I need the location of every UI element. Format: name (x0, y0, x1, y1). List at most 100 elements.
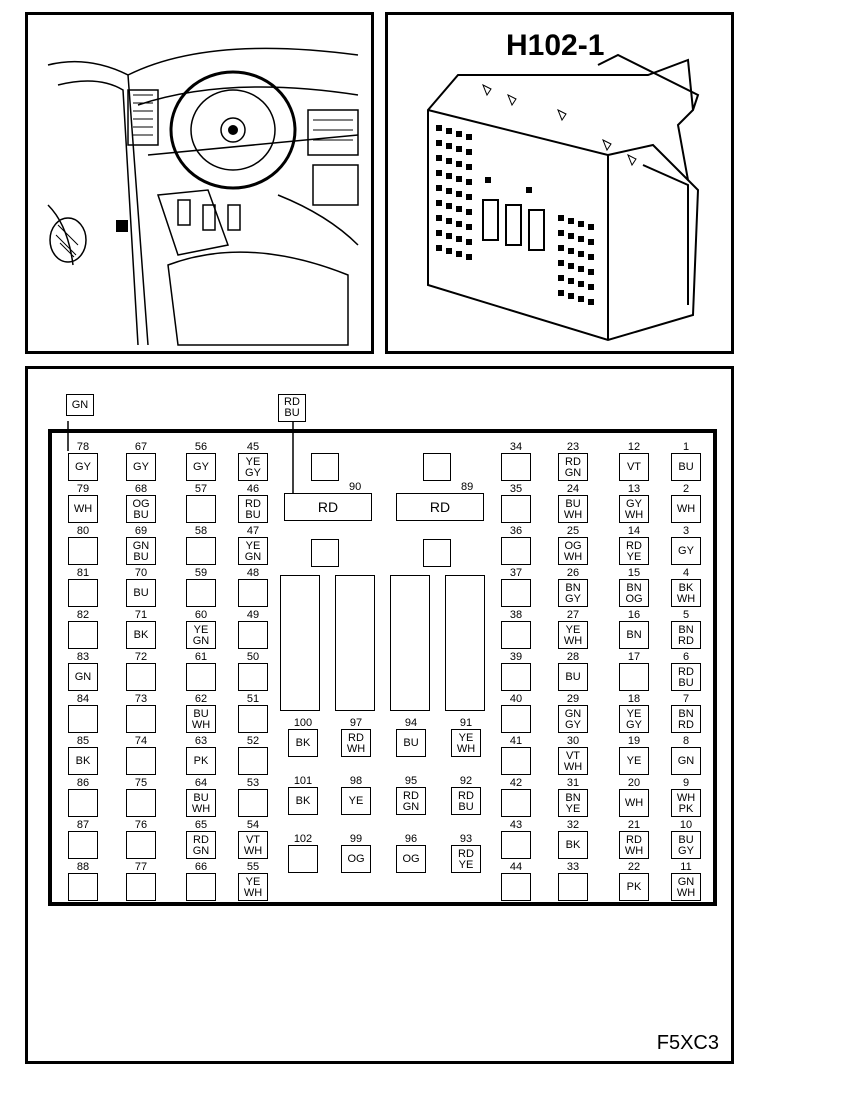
pin-74 (126, 747, 156, 775)
wire-color-line: GY (678, 545, 694, 557)
wire-color-line: RD (678, 635, 694, 647)
wire-color-line: BU (284, 407, 300, 419)
wire-color-line: GY (565, 719, 581, 731)
wire-color-line: BK (295, 795, 311, 807)
pin-99: OG (341, 845, 371, 873)
pin-number: 65 (194, 819, 208, 831)
pin-72 (126, 663, 156, 691)
pin-number: 87 (76, 819, 90, 831)
wire-color-line: BU (193, 708, 209, 720)
pin-number: 55 (246, 861, 260, 873)
wire-color-line: WH (191, 803, 211, 815)
wire-leads (67, 421, 294, 493)
pin-number: 21 (627, 819, 641, 831)
pin-number: 29 (566, 693, 580, 705)
pin-83: GN (68, 663, 98, 691)
pin-73 (126, 705, 156, 733)
wire-color-line: GN (132, 540, 150, 552)
wire-color-line: RD (348, 732, 364, 744)
pin-number: 28 (566, 651, 580, 663)
pin-number: 50 (246, 651, 260, 663)
pin-49 (238, 621, 268, 649)
pin-number: 4 (682, 567, 690, 579)
pin-number: 46 (246, 483, 260, 495)
pin-57 (186, 495, 216, 523)
wire-color-line: BN (565, 582, 581, 594)
wire-color-line: BK (565, 839, 581, 851)
pin-number: 86 (76, 777, 90, 789)
pin-number: 45 (246, 441, 260, 453)
wire-color-line: GN (192, 845, 210, 857)
pin-3: GY (671, 537, 701, 565)
wire-color-line: WH (563, 551, 583, 563)
pin-number: 53 (246, 777, 260, 789)
pin-number: 33 (566, 861, 580, 873)
pin-number: 26 (566, 567, 580, 579)
wire-color-line: OG (625, 593, 643, 605)
pin-number: 66 (194, 861, 208, 873)
pin-number: 90 (349, 481, 362, 493)
figure-code: F5XC3 (656, 1032, 719, 1054)
pin-number: 39 (509, 651, 523, 663)
pin-number: 60 (194, 609, 208, 621)
pin-8: GN (671, 747, 701, 775)
wire-color-line: GN (564, 467, 582, 479)
wire-color-line: GY (678, 845, 694, 857)
wire-color-line: GY (193, 461, 209, 473)
pin-number: 11 (680, 861, 692, 873)
wire-color-line: RD (458, 790, 474, 802)
pin-number: 12 (627, 441, 641, 453)
pin-53 (238, 789, 268, 817)
key-cavity (311, 539, 339, 567)
pin-61 (186, 663, 216, 691)
wire-color-line: GY (626, 498, 642, 510)
pin-number: 74 (134, 735, 148, 747)
wire-color-line: YE (565, 624, 581, 636)
pin-number: 68 (134, 483, 148, 495)
pin-19: YE (619, 747, 649, 775)
pin-33 (558, 873, 588, 901)
wire-color-line: GY (75, 461, 91, 473)
wire-color-line: WH (243, 887, 263, 899)
pin-38 (501, 621, 531, 649)
pin-2: WH (671, 495, 701, 523)
pin-number: 78 (76, 441, 90, 453)
pin-100: BK (288, 729, 318, 757)
pin-66 (186, 873, 216, 901)
pin-number: 40 (509, 693, 523, 705)
connector-body-drawing (427, 53, 700, 342)
pin-number: 32 (566, 819, 580, 831)
pin-number: 56 (194, 441, 208, 453)
wire-color-line: GY (133, 461, 149, 473)
wire-color-line: BU (678, 461, 694, 473)
pin-34 (501, 453, 531, 481)
pin-50 (238, 663, 268, 691)
wire-color-line: WH (676, 792, 696, 804)
pin-number: 83 (76, 651, 90, 663)
wire-color-line: GY (565, 593, 581, 605)
pin-number: 5 (682, 609, 690, 621)
wire-color-line: GN (677, 755, 695, 767)
pin-number: 19 (627, 735, 641, 747)
pin-number: 79 (76, 483, 90, 495)
wire-color-line: WH (676, 593, 696, 605)
wire-color-line: BU (565, 498, 581, 510)
pin-number: 24 (566, 483, 580, 495)
pin-number: 102 (293, 833, 313, 845)
wire-color-line: GY (626, 719, 642, 731)
pin-52 (238, 747, 268, 775)
wire-color-line: YE (245, 876, 261, 888)
wire-color-line: WH (73, 503, 93, 515)
wire-color-line: BU (193, 792, 209, 804)
